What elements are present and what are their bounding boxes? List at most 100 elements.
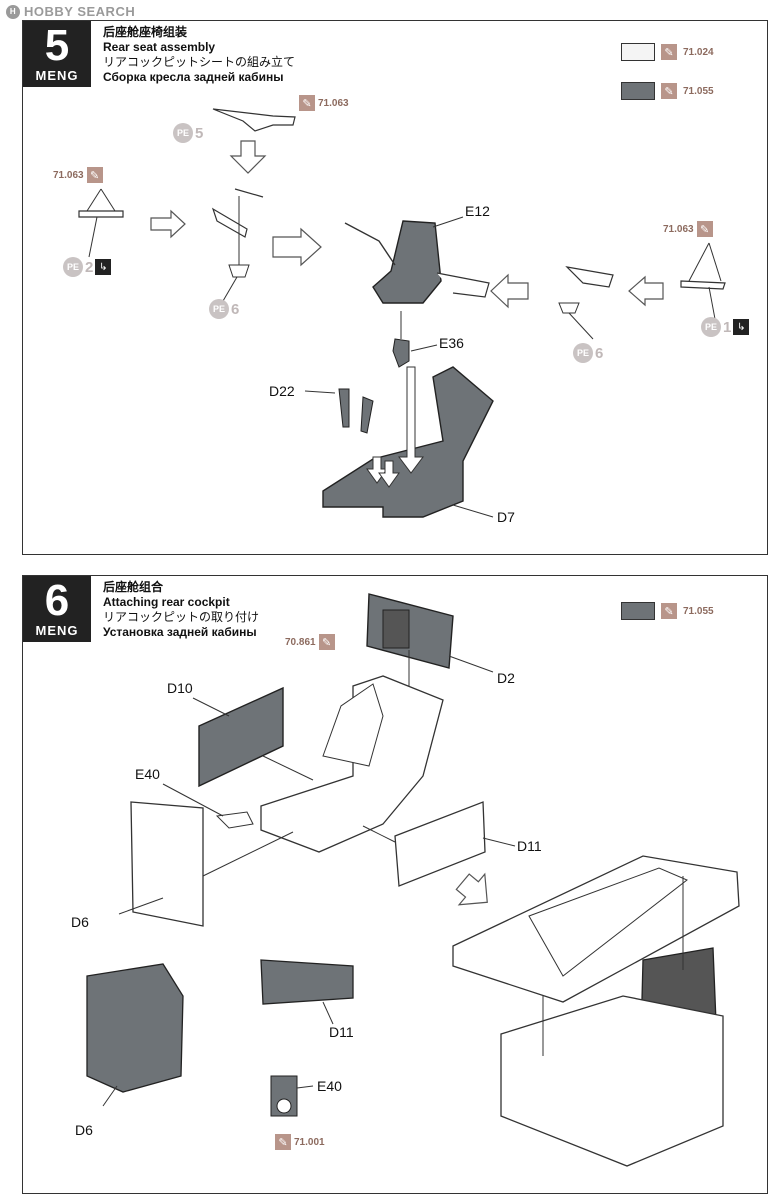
leader-line: [688, 242, 710, 282]
title-cn: 后座舱组合: [103, 580, 164, 594]
pe-number: 1: [723, 318, 732, 336]
seat-outline: [322, 683, 384, 767]
leader-line: [102, 1085, 118, 1107]
legend-item: ✎ 71.055: [621, 602, 714, 620]
paint-code: 71.063: [318, 97, 349, 109]
bend-part-icon: ↳: [95, 259, 112, 275]
step-number: 5: [44, 21, 70, 70]
e12-seat: [372, 220, 442, 304]
d10-part: [198, 686, 284, 788]
step-5-titles: 后座舱座椅组装 Rear seat assembly リアコックピットシートの組…: [103, 25, 295, 85]
pe2-part: [78, 210, 124, 218]
leader-line: [410, 344, 438, 352]
pe-number: 5: [195, 124, 204, 142]
d6-detail-part: [86, 963, 184, 1093]
e40-part: [215, 811, 254, 829]
leader-line: [708, 286, 716, 320]
step-6-titles: 后座舱组合 Attaching rear cockpit リアコックピットの取り…: [103, 580, 259, 640]
paint-callout: ✎ 71.001: [275, 1134, 325, 1150]
pe-icon: PE: [173, 123, 193, 143]
pe5-part: [212, 108, 296, 132]
title-en: Attaching rear cockpit: [103, 595, 230, 609]
paint-code: 70.861: [285, 636, 316, 648]
part-label-e12: E12: [465, 203, 490, 219]
paint-callout: 71.063 ✎: [663, 221, 713, 237]
d22-part: [338, 388, 374, 434]
leader-line: [448, 655, 494, 673]
step-number: 6: [44, 576, 70, 625]
part-label-d2: D2: [497, 670, 515, 686]
pe-number: 6: [231, 300, 240, 318]
title-cn: 后座舱座椅组装: [103, 25, 188, 39]
step-5-badge: 5 MENG: [23, 21, 91, 87]
paint-callout: ✎ 71.063: [299, 95, 349, 111]
part-label-d10: D10: [167, 680, 193, 696]
assembly-arrow-icon: [378, 460, 400, 488]
leader-line: [100, 188, 116, 212]
pe6-part: [558, 302, 580, 314]
paint-brush-icon: ✎: [299, 95, 315, 111]
paint-callout: 71.063 ✎: [53, 167, 103, 183]
d2-detail: [382, 609, 410, 649]
pe1-part: [680, 280, 726, 290]
assembly-arrow-icon: [628, 275, 664, 307]
title-jp: リアコックピットの取り付け: [103, 610, 260, 624]
seat-side-part: [344, 222, 396, 266]
leader-line: [222, 276, 238, 302]
title-ru: Сборка кресла задней кабины: [103, 70, 284, 84]
paint-brush-icon: ✎: [661, 603, 677, 619]
pe-icon: PE: [63, 257, 83, 277]
leader-line: [362, 825, 396, 843]
title-ru: Установка задней кабины: [103, 625, 257, 639]
step-5-panel: 5 MENG 后座舱座椅组装 Rear seat assembly リアコックピ…: [22, 20, 768, 555]
leader-line: [304, 390, 336, 394]
legend-item: ✎ 71.024: [621, 43, 714, 61]
pe6-callout: PE 6: [573, 343, 603, 363]
cockpit-housing: [500, 995, 724, 1167]
seat-side-part: [436, 272, 490, 298]
watermark-text: HOBBY SEARCH: [24, 4, 136, 19]
title-jp: リアコックピットシートの組み立て: [103, 55, 296, 69]
canopy-frame: [528, 867, 688, 977]
part-label-e36: E36: [439, 335, 464, 351]
paint-brush-icon: ✎: [275, 1134, 291, 1150]
leader-line: [202, 831, 294, 877]
leader-line: [482, 837, 516, 847]
paint-callout: 70.861 ✎: [285, 634, 335, 650]
part-label-d11-detail: D11: [329, 1024, 354, 1040]
color-swatch: [621, 43, 655, 61]
pe-number: 2: [85, 258, 94, 276]
part-label-d7: D7: [497, 509, 515, 525]
leader-line: [162, 783, 224, 817]
assembly-arrow-icon: [398, 366, 424, 474]
legend-item: ✎ 71.055: [621, 82, 714, 100]
color-swatch: [621, 82, 655, 100]
paint-code: 71.063: [53, 169, 84, 181]
pe5-callout: PE 5: [173, 123, 203, 143]
leader-line: [296, 1085, 314, 1089]
d11-part: [394, 801, 486, 887]
paint-brush-icon: ✎: [318, 634, 335, 650]
part-label-d11: D11: [517, 838, 542, 854]
assembly-arrow-icon: [455, 872, 488, 906]
paint-brush-icon: ✎: [661, 44, 677, 60]
e40-knob: [276, 1098, 292, 1114]
leader-line: [86, 188, 102, 212]
paint-code: 71.001: [294, 1136, 325, 1148]
step-6-drawing: [86, 593, 740, 1167]
pe-icon: PE: [573, 343, 593, 363]
part-label-e40-detail: E40: [317, 1078, 342, 1094]
paint-code: 71.055: [683, 85, 714, 97]
step-6-badge: 6 MENG: [23, 576, 91, 642]
leader-line: [452, 504, 494, 518]
leader-line: [708, 242, 722, 282]
paint-code: 71.055: [683, 605, 714, 617]
pe6-callout: PE 6: [209, 299, 239, 319]
watermark: H HOBBY SEARCH: [6, 4, 135, 19]
d6-part: [130, 801, 204, 927]
assembly-arrow-icon: [272, 227, 322, 267]
part-label-d6-detail: D6: [75, 1122, 93, 1138]
paint-brush-icon: ✎: [661, 83, 677, 99]
leader-line: [88, 216, 98, 258]
leader-line: [432, 216, 464, 228]
